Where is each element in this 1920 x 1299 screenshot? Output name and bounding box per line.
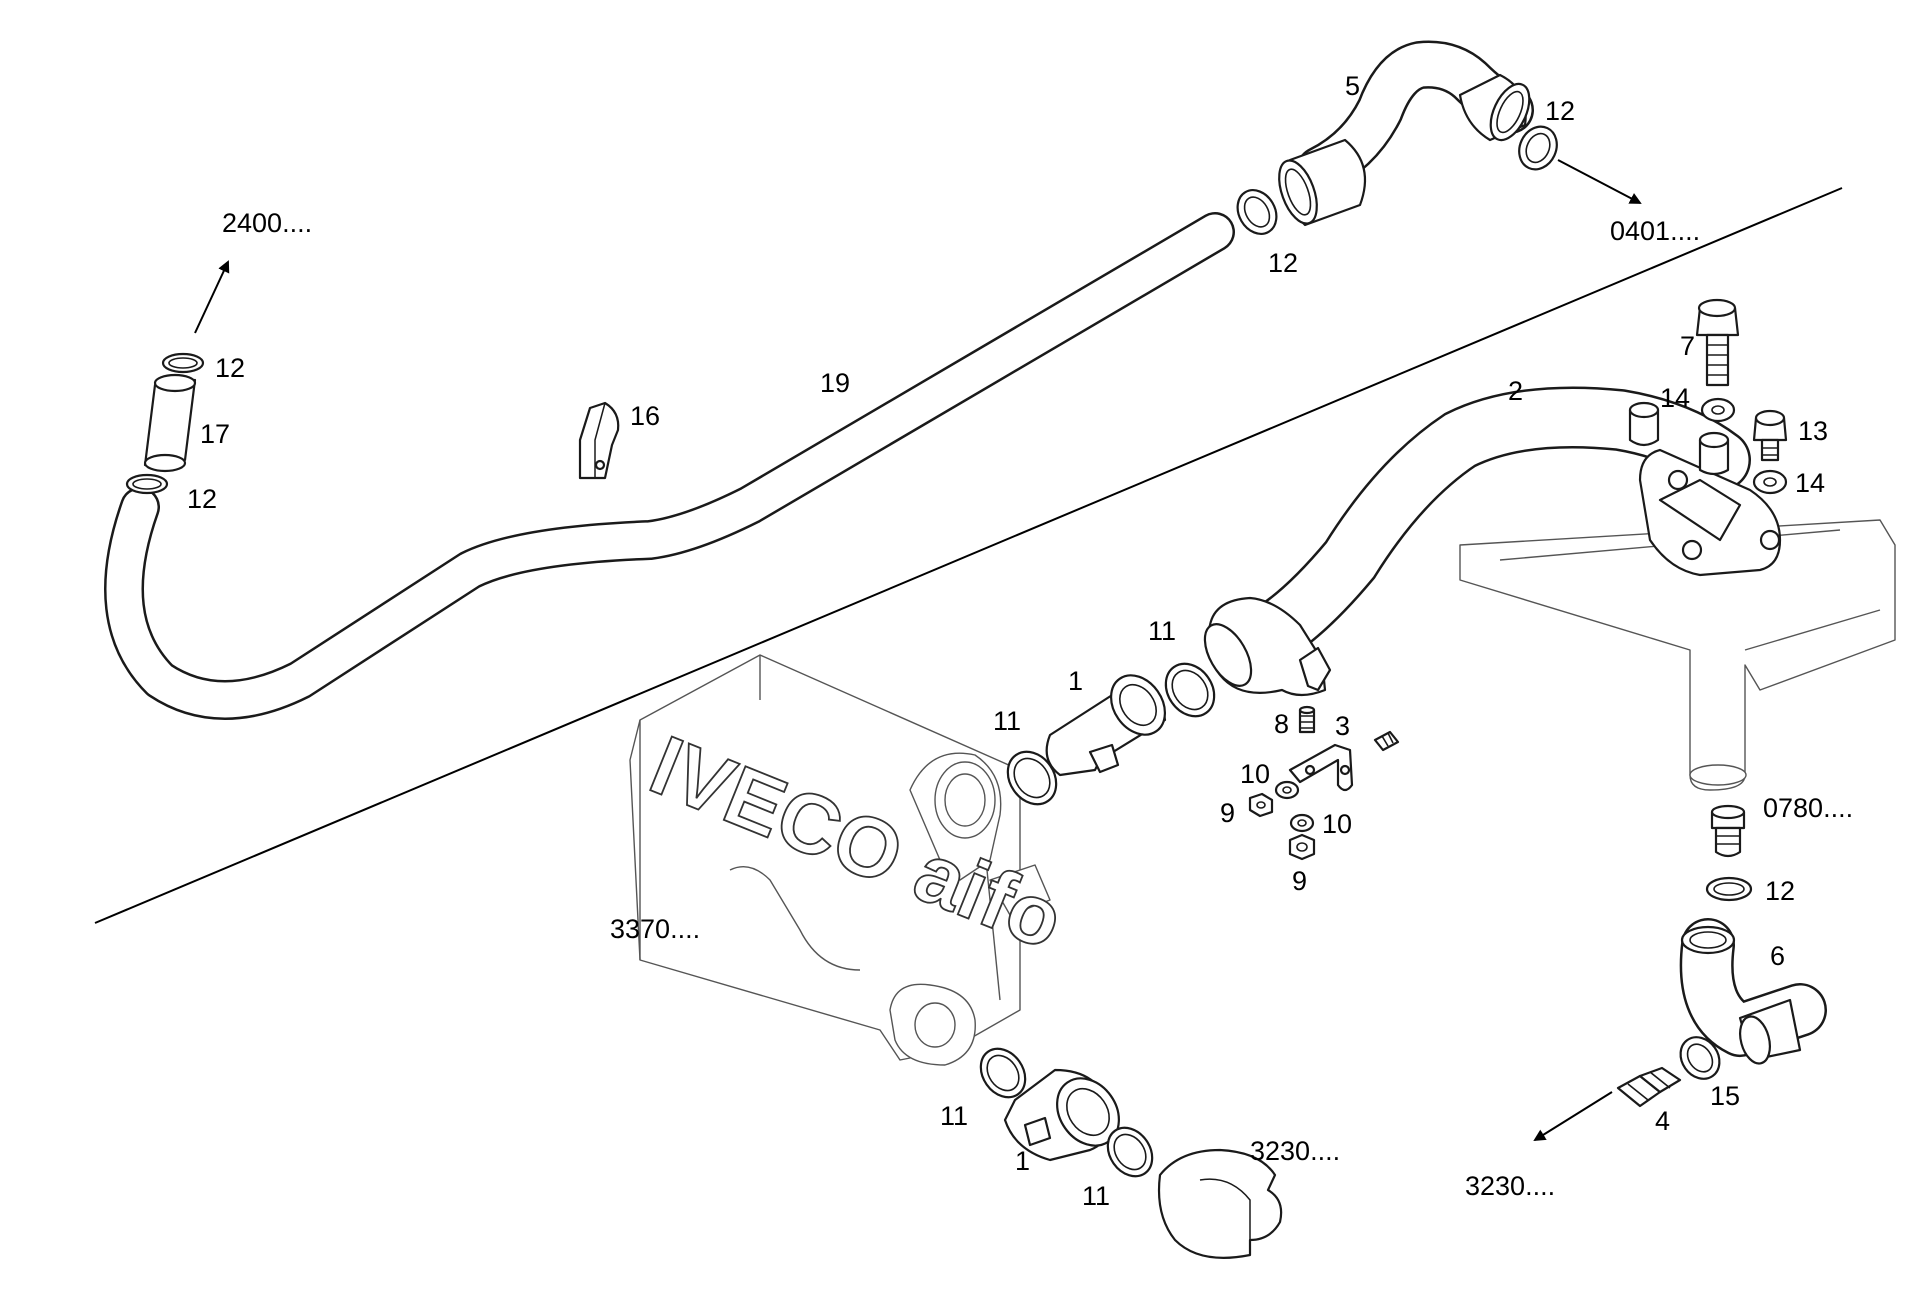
callout-label: 11 bbox=[993, 706, 1021, 736]
ref-label: 3230.... bbox=[1250, 1136, 1340, 1166]
callout-label: 12 bbox=[215, 353, 245, 383]
callout-label: 7 bbox=[1680, 331, 1695, 361]
sleeve-17 bbox=[143, 373, 197, 473]
callout-label: 8 bbox=[1274, 709, 1289, 739]
bracket-3 bbox=[1288, 743, 1354, 792]
callout-label: 11 bbox=[940, 1101, 968, 1131]
engine-block-ghost bbox=[629, 654, 1051, 1066]
washer-10-upper bbox=[1274, 780, 1300, 800]
callout-label: 1 bbox=[1068, 666, 1083, 696]
ref-label: 0780.... bbox=[1763, 793, 1853, 823]
ref-label: 0401.... bbox=[1610, 216, 1700, 246]
fitting-0780 bbox=[1710, 804, 1746, 858]
nut-9-lower bbox=[1288, 833, 1316, 861]
o-ring-11-upper-right bbox=[1164, 662, 1216, 718]
callout-label: 10 bbox=[1322, 809, 1352, 839]
clamp-15 bbox=[1679, 1036, 1721, 1080]
pipe-2 bbox=[1203, 386, 1782, 697]
clamp-12-top-right bbox=[1518, 125, 1558, 171]
clamp-12-right-side bbox=[1705, 876, 1753, 902]
callout-label: 19 bbox=[820, 368, 850, 398]
radiator-ghost-outline bbox=[1459, 519, 1896, 791]
callout-label: 4 bbox=[1655, 1106, 1670, 1136]
sleeve-3230 bbox=[1157, 1148, 1283, 1259]
callout-label: 14 bbox=[1660, 383, 1690, 413]
o-ring-11-lower-left bbox=[979, 1047, 1027, 1099]
callout-label: 12 bbox=[1268, 248, 1298, 278]
callout-label: 12 bbox=[1545, 96, 1575, 126]
stud-8 bbox=[1298, 705, 1316, 734]
nipple-4 bbox=[1616, 1066, 1682, 1108]
ref-label: 3230.... bbox=[1465, 1171, 1555, 1201]
arrow-to-0401 bbox=[1557, 159, 1642, 204]
arrow-to-3230-right bbox=[1533, 1091, 1613, 1142]
connector-1-lower bbox=[1003, 1068, 1120, 1162]
callout-label: 3 bbox=[1335, 711, 1350, 741]
ref-label: 3370.... bbox=[610, 914, 700, 944]
o-ring-11-lower-right bbox=[1106, 1126, 1154, 1178]
callout-label: 1 bbox=[1015, 1146, 1030, 1176]
callout-label: 17 bbox=[200, 419, 230, 449]
washer-14-upper bbox=[1700, 397, 1736, 423]
callout-label: 16 bbox=[630, 401, 660, 431]
callout-label: 12 bbox=[187, 484, 217, 514]
callout-label: 10 bbox=[1240, 759, 1270, 789]
elbow-hose-5 bbox=[1278, 40, 1534, 227]
callout-label: 13 bbox=[1798, 416, 1828, 446]
clamp-12-upper-left bbox=[161, 352, 205, 374]
clamp-12-hose-end bbox=[1236, 189, 1278, 235]
callout-label: 11 bbox=[1148, 616, 1176, 646]
bolt-13 bbox=[1752, 409, 1788, 462]
nut-9-upper bbox=[1248, 792, 1274, 818]
bracket-16 bbox=[578, 401, 620, 480]
callout-label: 6 bbox=[1770, 941, 1785, 971]
callout-label: 12 bbox=[1765, 876, 1795, 906]
callout-label: 9 bbox=[1220, 798, 1235, 828]
callout-label: 9 bbox=[1292, 866, 1307, 896]
elbow-6 bbox=[1679, 918, 1827, 1065]
clamp-12-lower-left bbox=[125, 473, 169, 495]
stud-3-small bbox=[1373, 730, 1400, 752]
connector-1-upper bbox=[1045, 674, 1167, 777]
section-divider-line bbox=[94, 187, 1843, 924]
callout-label: 15 bbox=[1710, 1081, 1740, 1111]
pipe-19 bbox=[104, 212, 1235, 720]
callout-label: 2 bbox=[1508, 376, 1523, 406]
callout-label: 11 bbox=[1082, 1181, 1110, 1211]
callout-label: 14 bbox=[1795, 468, 1825, 498]
washer-14-lower bbox=[1752, 469, 1788, 495]
o-ring-11-upper-left bbox=[1006, 750, 1058, 806]
callout-label: 5 bbox=[1345, 71, 1360, 101]
arrow-to-2400 bbox=[194, 260, 230, 334]
ref-label: 2400.... bbox=[222, 208, 312, 238]
bolt-7 bbox=[1695, 298, 1740, 387]
washer-10-lower bbox=[1289, 813, 1315, 833]
